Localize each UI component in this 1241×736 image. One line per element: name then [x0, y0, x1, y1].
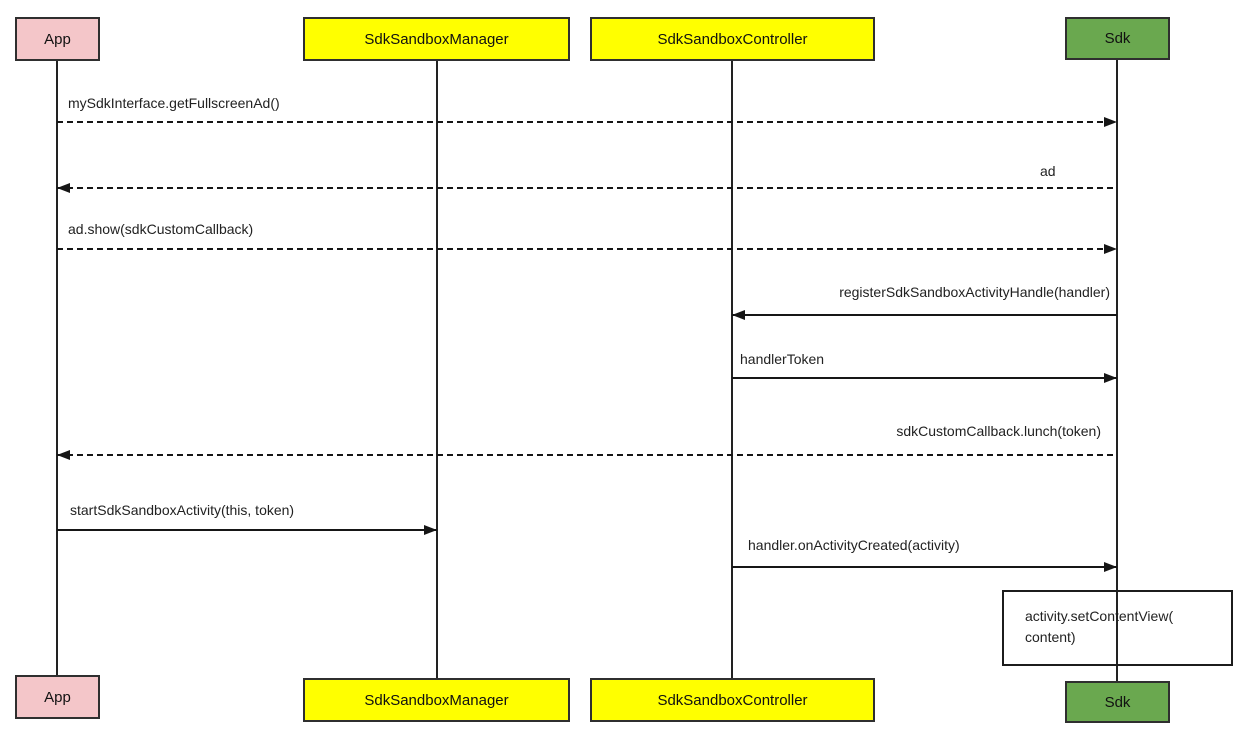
participant-label: Sdk: [1104, 30, 1131, 47]
arrowhead-left-icon: [57, 450, 70, 460]
message-label: sdkCustomCallback.lunch(token): [896, 423, 1101, 439]
lifeline-manager: [436, 60, 438, 679]
participant-label: App: [44, 30, 71, 48]
message-line: [57, 454, 1117, 456]
arrowhead-left-icon: [57, 183, 70, 193]
participant-label: App: [44, 688, 71, 706]
participant-label: Sdk: [1104, 693, 1131, 711]
lifeline-controller: [731, 60, 733, 679]
message-label: startSdkSandboxActivity(this, token): [70, 502, 295, 518]
message-line: [732, 377, 1117, 379]
arrowhead-right-icon: [424, 525, 437, 535]
message-label: mySdkInterface.getFullscreenAd(): [68, 95, 280, 111]
note-text-line1: activity.setContentView(: [1025, 608, 1174, 624]
participant-app-top: App: [15, 17, 100, 61]
message-line: [57, 248, 1117, 250]
participant-label: SdkSandboxController: [657, 691, 808, 709]
arrowhead-right-icon: [1104, 244, 1117, 254]
message-label: ad.show(sdkCustomCallback): [68, 221, 254, 237]
message-label: handlerToken: [740, 351, 825, 367]
participant-label: SdkSandboxManager: [364, 691, 509, 709]
arrowhead-left-icon: [732, 310, 745, 320]
message-label: handler.onActivityCreated(activity): [748, 537, 960, 553]
message-label: registerSdkSandboxActivityHandle(handler…: [839, 284, 1110, 300]
participant-label: SdkSandboxController: [657, 30, 808, 48]
participant-sdk-top: Sdk: [1065, 17, 1170, 60]
message-line: [732, 566, 1117, 568]
arrowhead-right-icon: [1104, 117, 1117, 127]
lifeline-app: [56, 60, 58, 676]
participant-label: SdkSandboxManager: [364, 30, 509, 48]
arrowhead-right-icon: [1104, 562, 1117, 572]
participant-app-bottom: App: [15, 675, 100, 719]
message-line: [57, 121, 1117, 123]
message-label: ad: [1040, 163, 1056, 179]
arrowhead-right-icon: [1104, 373, 1117, 383]
participant-controller-bottom: SdkSandboxController: [590, 678, 875, 722]
participant-controller-top: SdkSandboxController: [590, 17, 875, 61]
message-line: [732, 314, 1117, 316]
message-line: [57, 187, 1117, 189]
lifeline-sdk: [1116, 59, 1118, 682]
message-line: [57, 529, 437, 531]
participant-manager-top: SdkSandboxManager: [303, 17, 570, 61]
participant-sdk-bottom: Sdk: [1065, 681, 1170, 723]
participant-manager-bottom: SdkSandboxManager: [303, 678, 570, 722]
note-text-line2: content): [1025, 629, 1076, 645]
self-call-note: activity.setContentView( content): [1002, 590, 1233, 666]
